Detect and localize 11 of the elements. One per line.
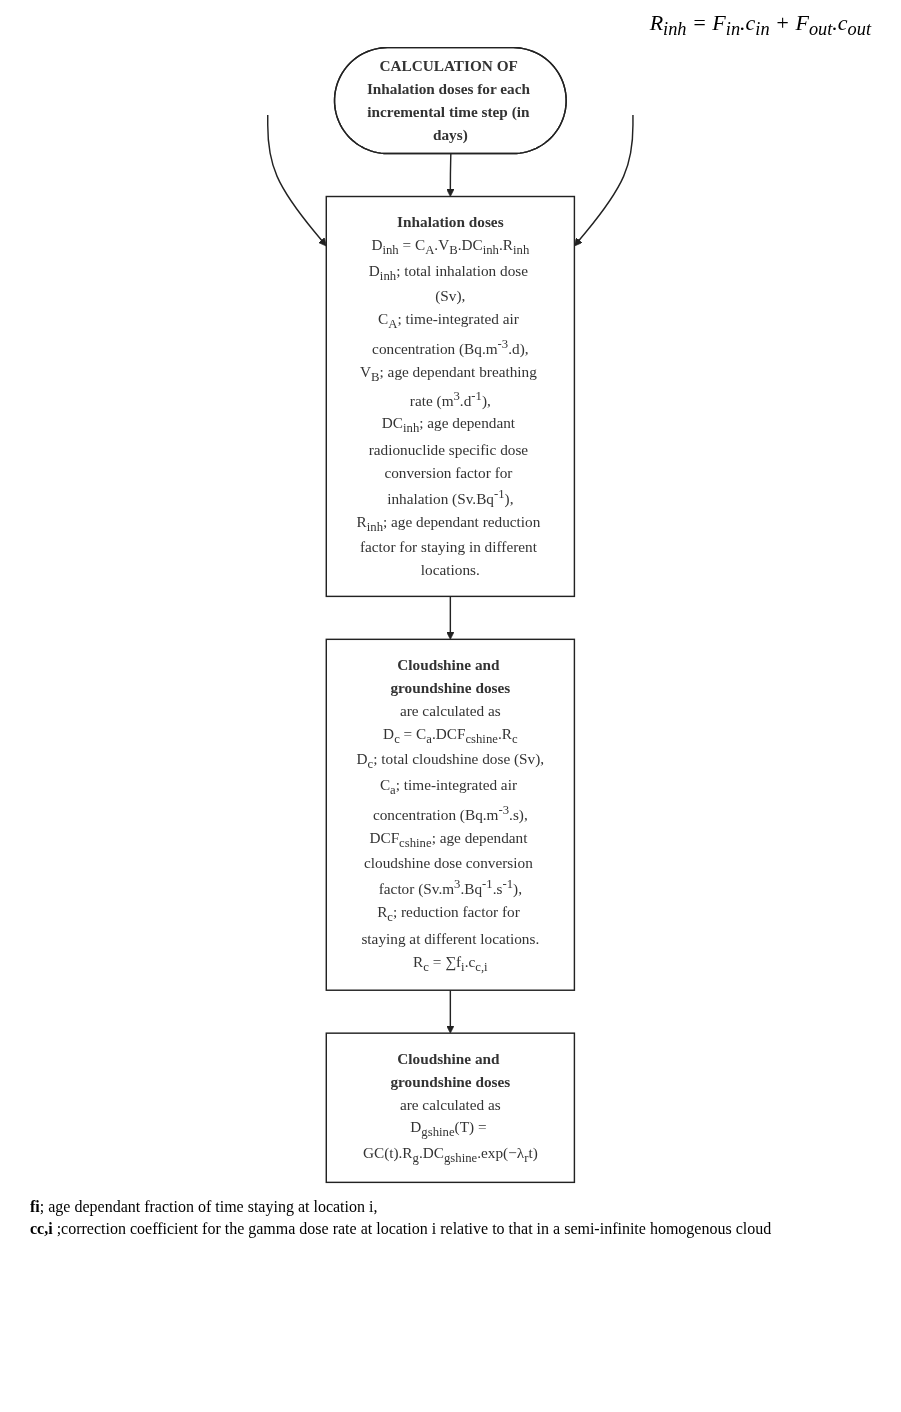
arrow — [446, 596, 455, 641]
node-box: Inhalation doses D$_{inh}$ = C$_{A}$.V$_{B}$.DC$_{inh}$.R$_{inh}$ D$_{inh}$; total inhalation dose (Sv), C$_{A}$; time-integrated air concentration (Bq.m$^{-3}$.d), V$_{B}$; age dependant breathing rate (m$^{3}$.d$^{-1}$), DC$_{inh}$; age dependant radionuclide specific dose conversion factor for inhalation (Sv.Bq$^{-1}$), R$_{inh}$; age dependant reduction factor for staying in different locations. — [325, 196, 576, 598]
arrow — [267, 114, 327, 247]
arrow — [446, 153, 455, 198]
arrow — [574, 114, 634, 247]
node-box: Cloudshine and groundshine doses are calculated as D$_{gshine}$(T) = GC(t).R$_{g}$.DC$_{gshine}$.exp(−λ$_{r}$t) — [325, 1032, 576, 1184]
formula-text: R$_{inh}$ = F$_{in}$.c$_{in}$ + F$_{out}$.c$_{out}$ — [648, 10, 871, 41]
node-box: Cloudshine and groundshine doses are calculated as D$_{c}$ = C$_{a}$.DCF$_{cshine}$.R$_{c}$ D$_{c}$; total cloudshine dose (Sv), C$_{a}$; time-integrated air concentration (Bq.m$^{-3}$.s), DCF$_{cshine}$; age dependant cloudshine dose conversion factor (Sv.m$^{3}$.Bq$^{-1}$.s$^{-1}$), R$_{c}$; reduction factor for staying at different locations. R$_{c}$ = ∑f$_{i}$.c$_{c,i}$ — [325, 639, 576, 992]
note-text: fi; age dependant fraction of time staying at location i, — [30, 1198, 379, 1217]
note-text: cc,i ;correction coefficient for the gamma dose rate at location i relative to that in a semi-infinite homogenous cloud — [30, 1220, 773, 1239]
arrow — [446, 989, 455, 1034]
